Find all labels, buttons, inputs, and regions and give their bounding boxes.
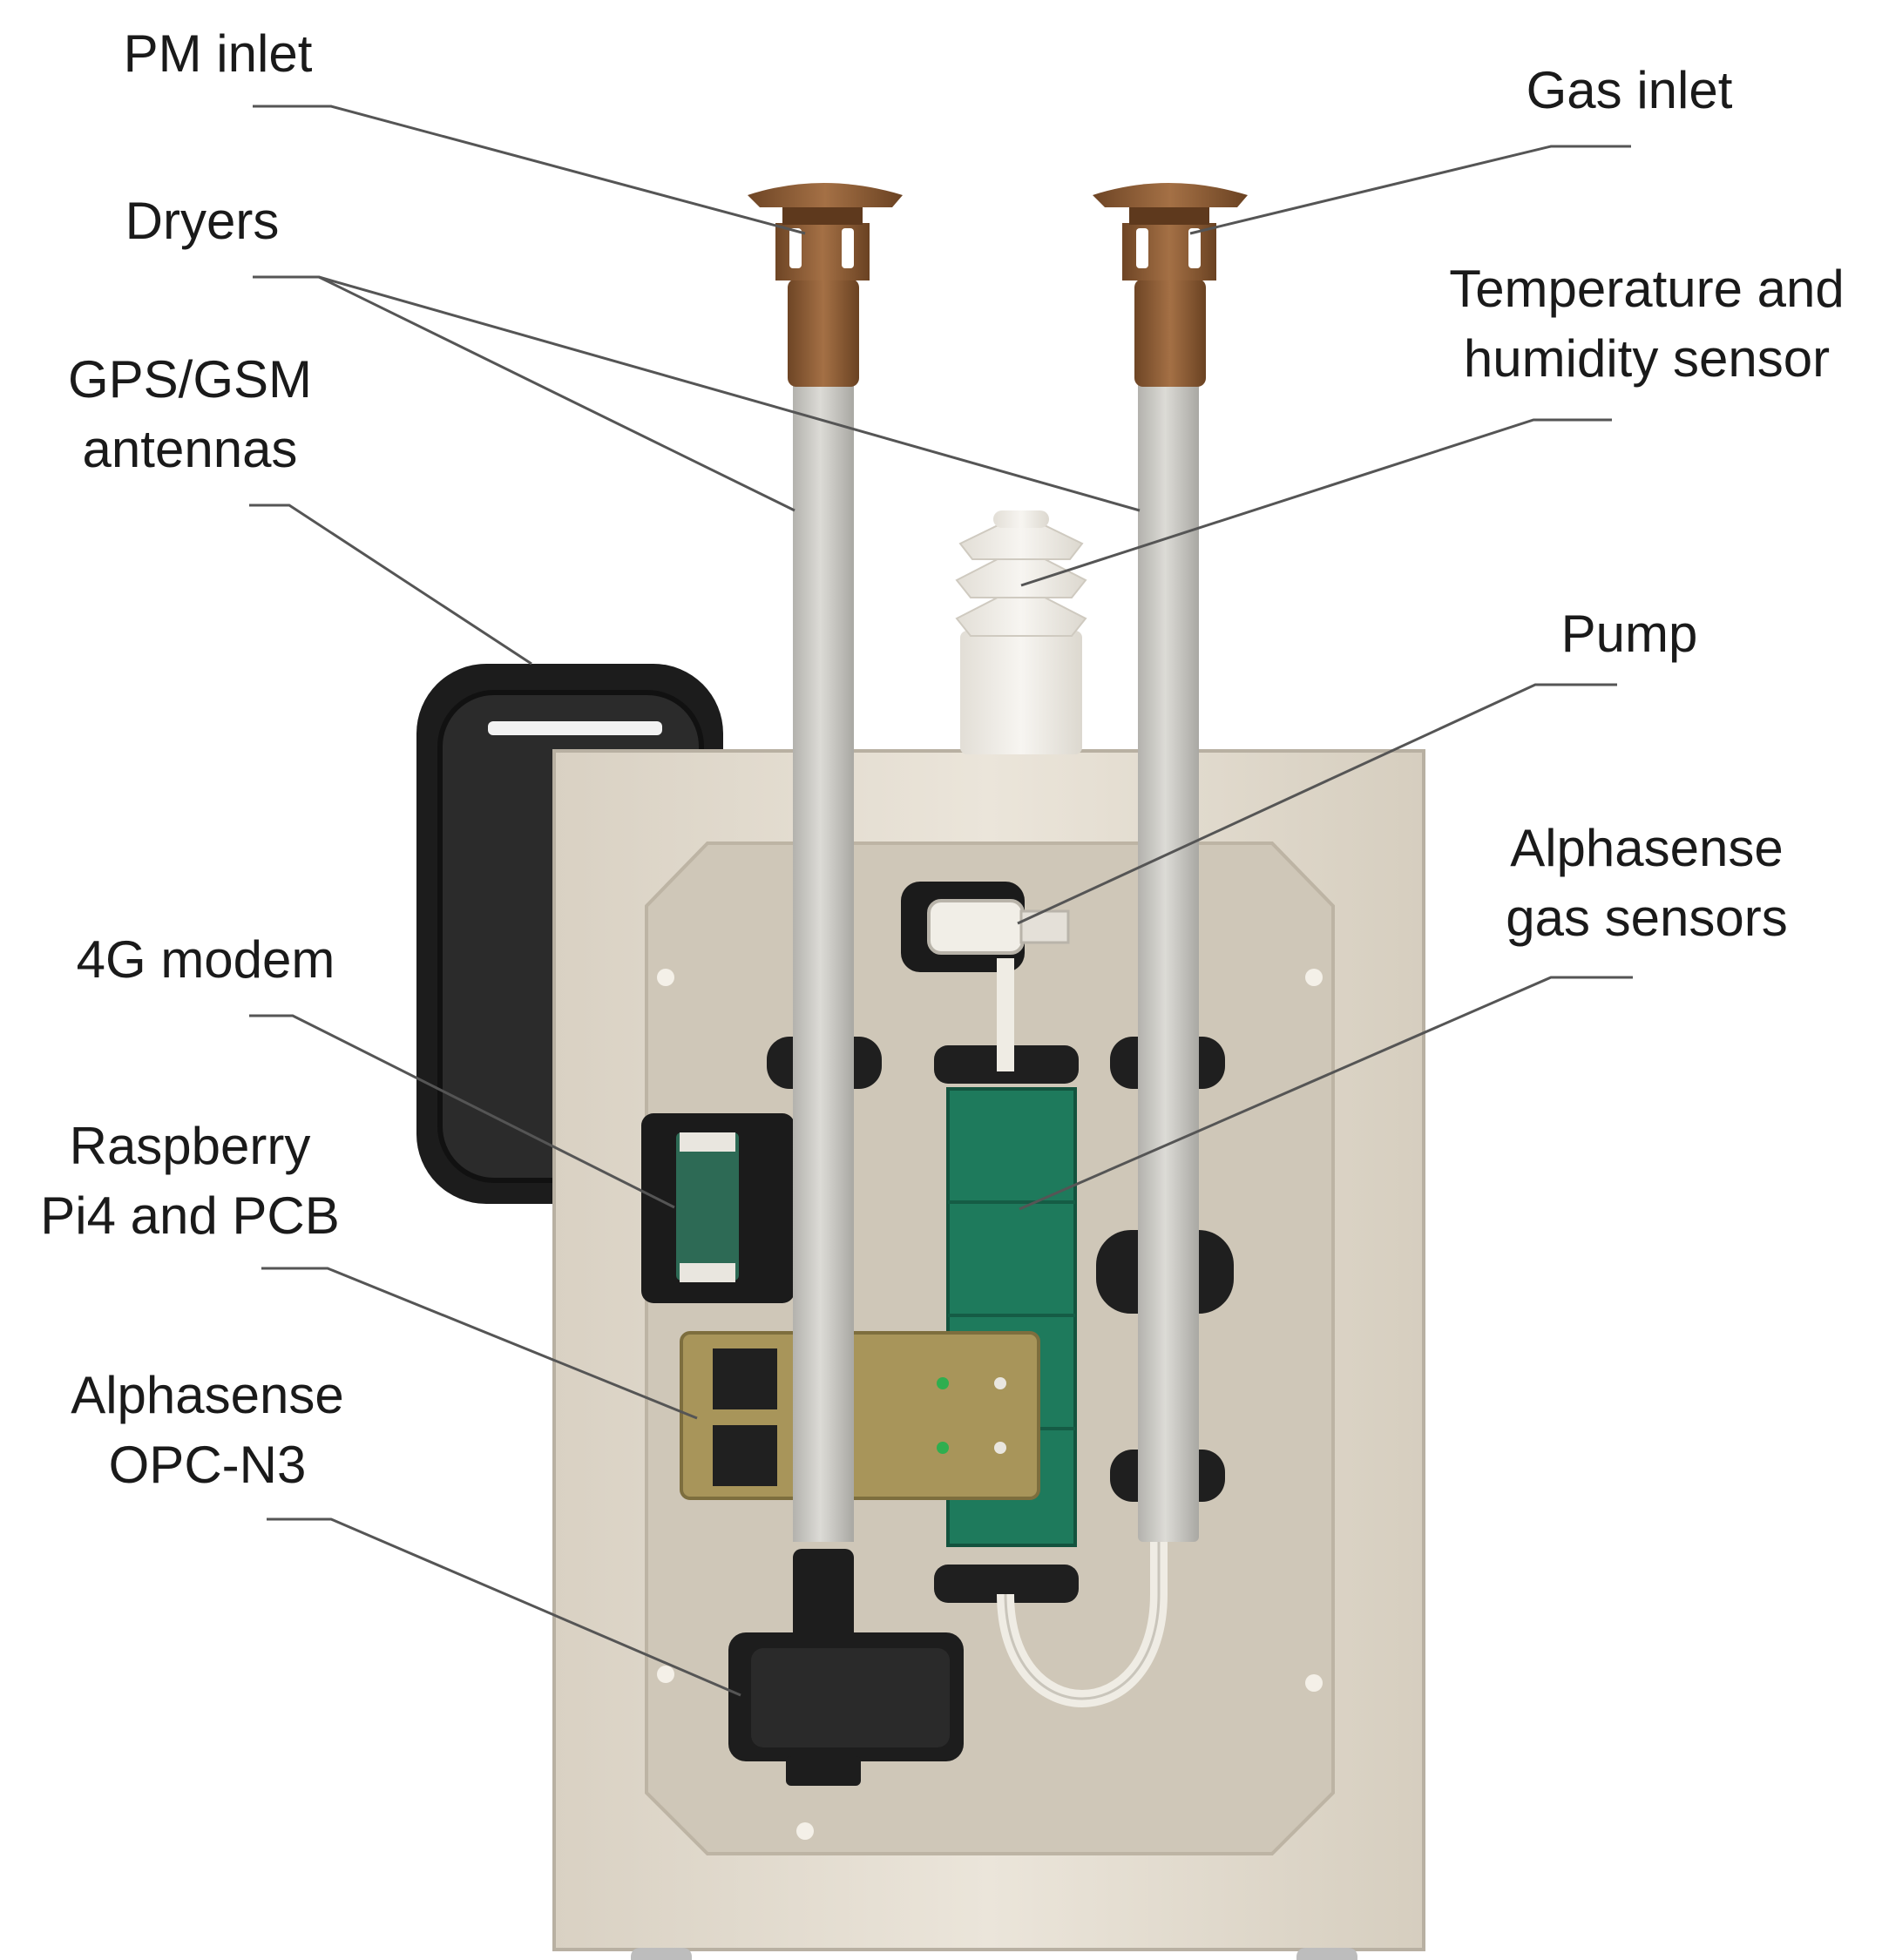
- leader-pm-inlet: [253, 105, 806, 235]
- label-opc-1: Alphasense: [71, 1366, 344, 1424]
- pm-inlet-cap: [748, 183, 903, 387]
- leader-lines: [249, 105, 1633, 1697]
- label-temp-humidity-2: humidity sensor: [1464, 329, 1830, 388]
- label-alphasense-gas-2: gas sensors: [1506, 889, 1788, 947]
- temp-humidity-shield: [955, 510, 1087, 754]
- gas-inlet-cap: [1093, 183, 1248, 387]
- label-pm-inlet: PM inlet: [124, 24, 313, 83]
- leader-temp-humidity: [1020, 418, 1612, 587]
- pcb: [680, 1331, 1040, 1500]
- leader-antenna: [249, 504, 532, 666]
- leader-dryers-left: [253, 275, 795, 512]
- dryer-tubes: [793, 375, 1199, 1542]
- leader-gas-sensors: [1019, 976, 1633, 1211]
- leader-modem: [249, 1014, 675, 1209]
- label-gps-gsm-1: GPS/GSM: [68, 350, 312, 409]
- label-pump: Pump: [1561, 605, 1698, 663]
- pump: [901, 882, 1070, 972]
- leader-gas-inlet: [1189, 145, 1631, 235]
- label-dryers: Dryers: [125, 192, 280, 250]
- label-raspberry-2: Pi4 and PCB: [40, 1186, 340, 1245]
- leader-opc: [267, 1517, 741, 1697]
- label-gas-inlet: Gas inlet: [1527, 61, 1733, 119]
- label-opc-2: OPC-N3: [109, 1436, 307, 1494]
- modem: [641, 1113, 795, 1303]
- opc-n3: [728, 1549, 964, 1786]
- leader-pump: [1017, 683, 1617, 925]
- leader-pcb: [261, 1267, 698, 1420]
- label-gps-gsm-2: antennas: [83, 420, 298, 478]
- leader-dryers-right: [318, 275, 1141, 512]
- label-modem: 4G modem: [77, 930, 335, 989]
- callout-labels: PM inlet Gas inlet Dryers Temperature an…: [40, 24, 1845, 1494]
- label-temp-humidity-1: Temperature and: [1449, 260, 1845, 318]
- label-alphasense-gas-1: Alphasense: [1510, 819, 1784, 877]
- label-raspberry-1: Raspberry: [70, 1117, 311, 1175]
